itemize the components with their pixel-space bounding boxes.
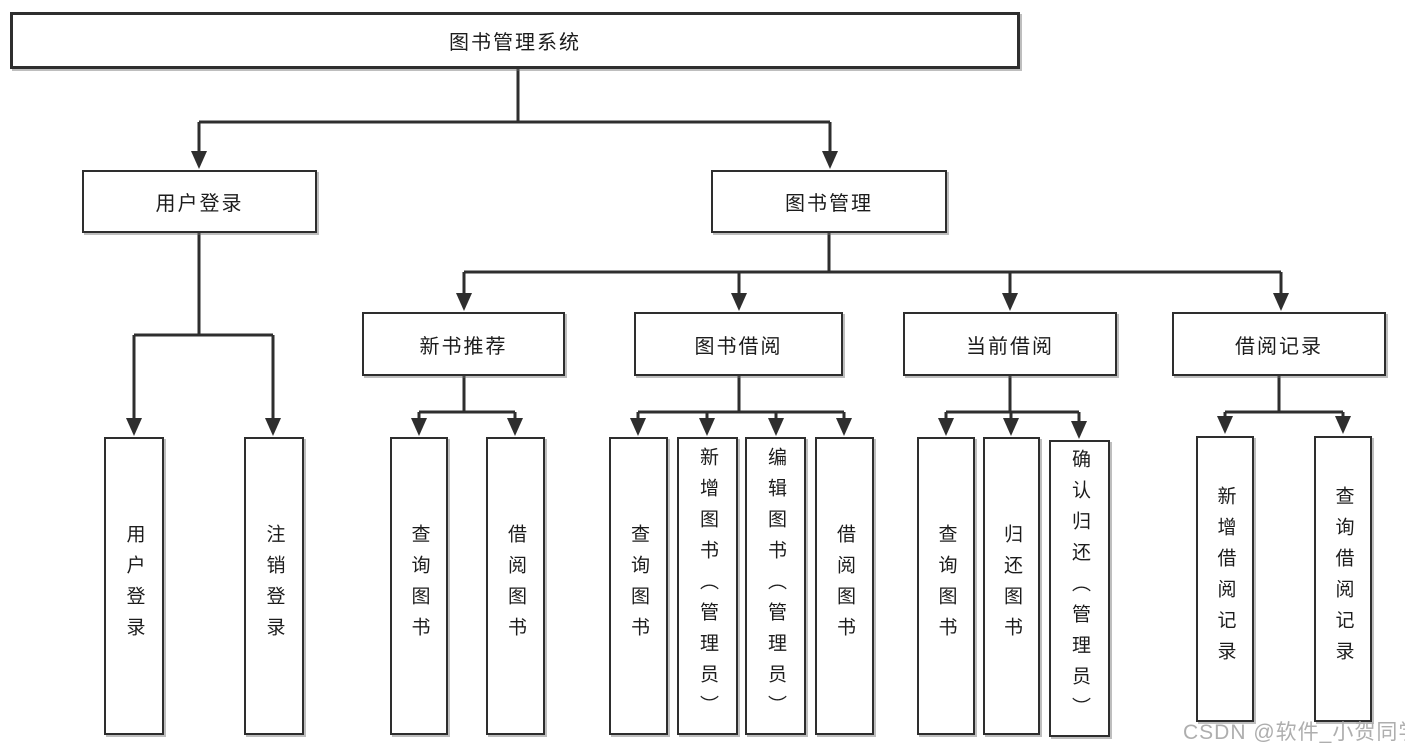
watermark: CSDN @软件_小贺同学 — [1183, 721, 1405, 744]
connector-user-login-to-children — [132, 233, 275, 420]
arrow-down-icon — [822, 151, 838, 169]
node-label: 借阅图书 — [834, 524, 855, 648]
node-label: 查询图书 — [408, 524, 430, 648]
arrow-down-icon — [1273, 293, 1289, 311]
leaf-query-books-current: 查询图书 — [917, 437, 975, 735]
arrow-down-icon — [1335, 416, 1351, 434]
node-user-login: 用户登录 — [82, 170, 317, 233]
leaf-return-books: 归还图书 — [983, 437, 1040, 735]
arrow-down-icon — [456, 293, 472, 311]
arrow-down-icon — [836, 418, 852, 436]
leaf-user-login: 用户登录 — [104, 437, 164, 735]
arrow-down-icon — [1217, 416, 1233, 434]
node-label: 注销登录 — [263, 524, 285, 648]
arrow-down-icon — [1003, 418, 1019, 436]
node-library-management-system: 图书管理系统 — [10, 12, 1020, 69]
node-label: 新书推荐 — [419, 335, 508, 358]
connector-book-borrowing-to-children — [636, 376, 846, 420]
leaf-add-books-admin: 新增图书（管理员） — [677, 437, 738, 735]
connector-new-book-recommendation-to-children — [417, 376, 517, 420]
arrow-down-icon — [265, 418, 281, 436]
node-label: 图书管理系统 — [449, 32, 581, 54]
node-label: 查询图书 — [628, 524, 649, 648]
arrow-down-icon — [938, 418, 954, 436]
connector-borrowing-records-to-children — [1223, 376, 1345, 418]
node-label: 查询图书 — [935, 524, 957, 648]
node-label: 当前借阅 — [966, 335, 1054, 358]
node-label: 新增图书（管理员） — [697, 446, 718, 726]
node-label: 新增借阅记录 — [1214, 486, 1236, 672]
leaf-logout: 注销登录 — [244, 437, 304, 735]
leaf-borrow-books-recommend: 借阅图书 — [486, 437, 545, 735]
arrow-down-icon — [126, 418, 142, 436]
arrow-down-icon — [507, 418, 523, 436]
arrow-down-icon — [411, 418, 427, 436]
node-label: 用户登录 — [123, 524, 145, 648]
node-label: 用户登录 — [155, 193, 244, 215]
node-label: 借阅记录 — [1235, 335, 1323, 358]
arrow-down-icon — [1071, 421, 1087, 439]
arrow-down-icon — [1002, 293, 1018, 311]
node-borrowing-records: 借阅记录 — [1172, 312, 1386, 376]
node-label: 编辑图书（管理员） — [765, 446, 786, 726]
node-new-book-recommendation: 新书推荐 — [362, 312, 565, 376]
arrow-down-icon — [768, 418, 784, 436]
leaf-query-books-recommend: 查询图书 — [390, 437, 448, 735]
node-current-borrowing: 当前借阅 — [903, 312, 1117, 376]
node-label: 借阅图书 — [505, 524, 526, 648]
arrow-down-icon — [699, 418, 715, 436]
arrow-down-icon — [191, 151, 207, 169]
node-label: 图书借阅 — [694, 335, 783, 358]
node-label: 确认归还（管理员） — [1069, 449, 1090, 728]
leaf-edit-books-admin: 编辑图书（管理员） — [745, 437, 806, 735]
connector-root-to-level2 — [197, 69, 832, 153]
arrow-down-icon — [731, 293, 747, 311]
leaf-confirm-return-admin: 确认归还（管理员） — [1049, 440, 1110, 737]
leaf-add-borrow-record: 新增借阅记录 — [1196, 436, 1254, 722]
connector-current-borrowing-to-children — [944, 376, 1081, 424]
leaf-query-borrow-record: 查询借阅记录 — [1314, 436, 1372, 722]
node-book-borrowing: 图书借阅 — [634, 312, 843, 376]
arrow-down-icon — [630, 418, 646, 436]
connector-book-management-to-children — [462, 233, 1283, 295]
leaf-query-books-borrowing: 查询图书 — [609, 437, 668, 735]
leaf-borrow-books-borrowing: 借阅图书 — [815, 437, 874, 735]
node-book-management: 图书管理 — [711, 170, 947, 233]
node-label: 归还图书 — [1001, 524, 1022, 648]
node-label: 图书管理 — [785, 193, 873, 215]
node-label: 查询借阅记录 — [1332, 486, 1354, 672]
